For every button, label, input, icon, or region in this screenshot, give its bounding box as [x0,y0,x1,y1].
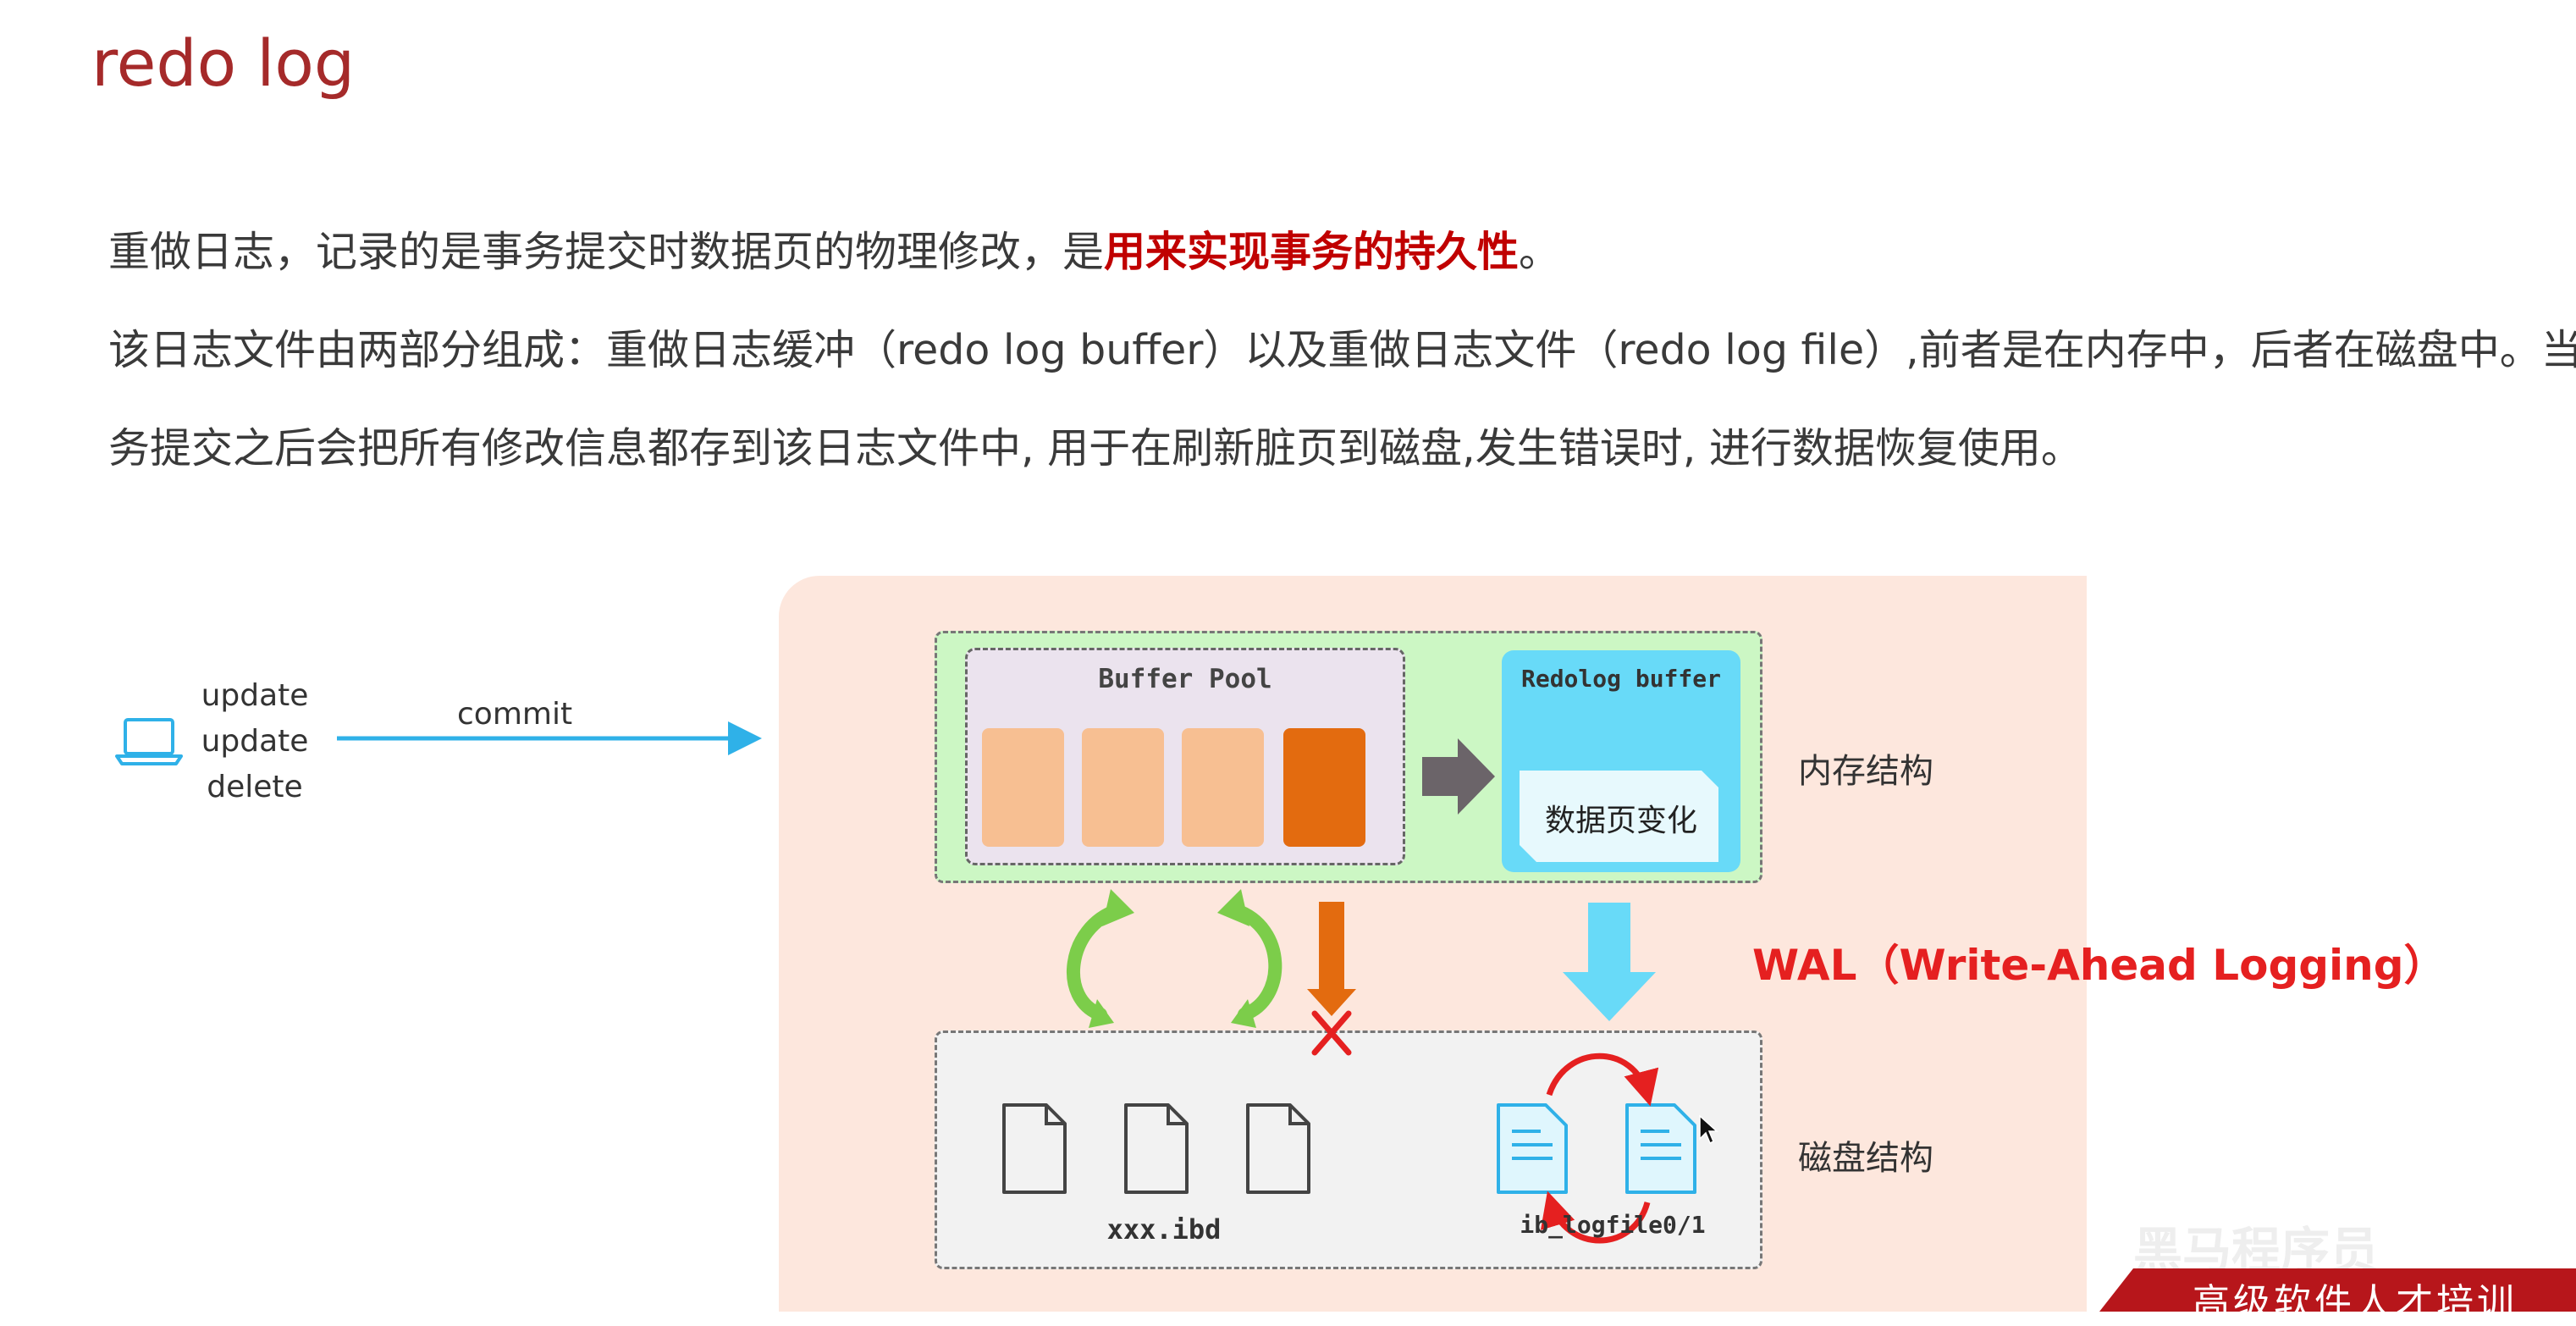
intro-suffix: 。 [1519,228,1561,276]
dirty-page-block [1283,728,1365,847]
data-page-block [1182,728,1264,847]
laptop-icon [115,718,183,765]
client-op: update [201,678,309,713]
usage-paragraph: 务提交之后会把所有修改信息都存到该日志文件中, 用于在刷新脏页到磁盘,发生错误时… [108,424,2082,472]
brand-banner [2099,1268,2576,1312]
disk-structure-label: 磁盘结构 [1798,1139,1933,1178]
data-page-block [1082,728,1164,847]
redolog-buffer-title: Redolog buffer [1520,665,1721,693]
wal-label: WAL（Write-Ahead Logging） [1752,941,2446,990]
buffer-pool-title: Buffer Pool [1098,664,1272,694]
logfile-label: ib_logfile0/1 [1520,1211,1706,1239]
page-title: redo log [91,25,356,101]
components-paragraph: 该日志文件由两部分组成：重做日志缓冲（redo log buffer）以及重做日… [108,326,2576,374]
brand-banner-text: 高级软件人才培训 [2193,1281,2518,1324]
memory-structure-label: 内存结构 [1798,752,1933,791]
commit-label: commit [457,697,573,732]
intro-text: 重做日志，记录的是事务提交时数据页的物理修改，是 [108,228,1105,276]
data-page-block [982,728,1064,847]
page-change-label: 数据页变化 [1544,804,1697,838]
intro-paragraph: 重做日志，记录的是事务提交时数据页的物理修改，是用来实现事务的持久性。 [108,218,1560,279]
ibd-file-label: xxx.ibd [1106,1213,1222,1246]
client-op: update [201,724,309,759]
durability-highlight: 用来实现事务的持久性 [1104,228,1520,276]
client-operations: update update delete [200,673,310,810]
client-op: delete [207,770,303,804]
